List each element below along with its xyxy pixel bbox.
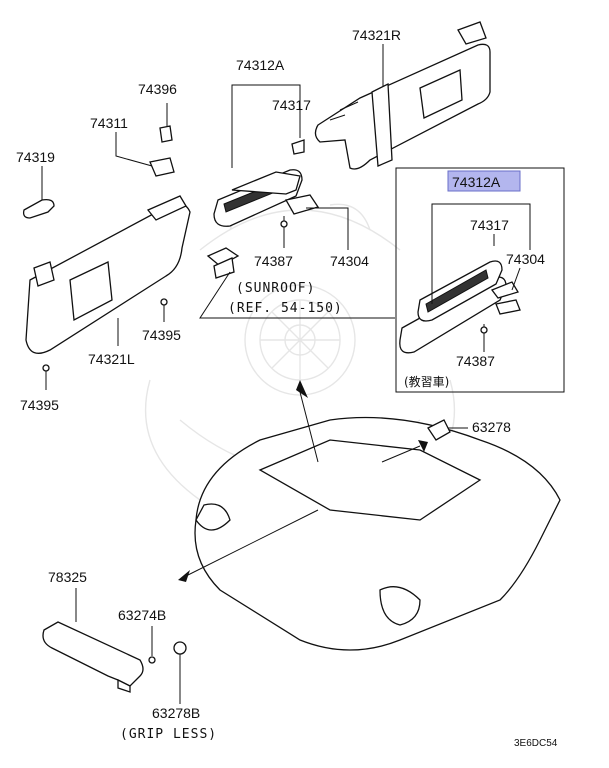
label-74312A-box: 74312A [452, 174, 501, 190]
driving-school-box [395, 167, 565, 393]
clip-63278B [173, 641, 187, 704]
label-74312A-top: 74312A [236, 57, 285, 73]
label-74311: 74311 [90, 115, 128, 131]
note-grip-less: (GRIP LESS) [120, 727, 217, 742]
label-74321R: 74321R [352, 27, 401, 43]
label-78325: 78325 [48, 569, 87, 585]
sunroof-bracket [199, 247, 395, 319]
label-74319: 74319 [16, 149, 55, 165]
sun-visor-left [25, 195, 191, 354]
note-driving-school: (教習車) [404, 374, 449, 389]
clip-63278 [427, 419, 468, 441]
label-74304-top: 74304 [330, 253, 369, 269]
note-sunroof: (SUNROOF) [236, 281, 315, 296]
label-63278B: 63278B [152, 705, 200, 721]
arrows [178, 380, 428, 582]
label-63278: 63278 [472, 419, 511, 435]
screw-74395-b [42, 364, 50, 390]
rear-view-mirror-top [213, 139, 320, 227]
label-74304-box: 74304 [506, 251, 545, 267]
label-74387-box: 74387 [456, 353, 495, 369]
label-74317-box: 74317 [470, 217, 509, 233]
screw-63274B [148, 626, 156, 664]
sun-visor-right [314, 21, 491, 170]
label-74321L: 74321L [88, 351, 135, 367]
label-74387-top: 74387 [254, 253, 293, 269]
highlighted-part-box [447, 170, 521, 192]
label-74317-top: 74317 [272, 97, 311, 113]
label-63274B: 63274B [118, 607, 166, 623]
label-74395-a: 74395 [142, 327, 181, 343]
note-ref: (REF. 54-150) [228, 301, 343, 316]
car-body [194, 416, 561, 651]
assist-grip-78325 [42, 588, 144, 693]
diagram-code: 3E6DC54 [514, 738, 558, 749]
pad-74319 [22, 166, 55, 219]
bracket-74311 [115, 132, 175, 177]
screw-74395-a [160, 298, 168, 322]
label-74395-b: 74395 [20, 397, 59, 413]
clip-74396 [159, 103, 173, 143]
label-74396: 74396 [138, 81, 177, 97]
